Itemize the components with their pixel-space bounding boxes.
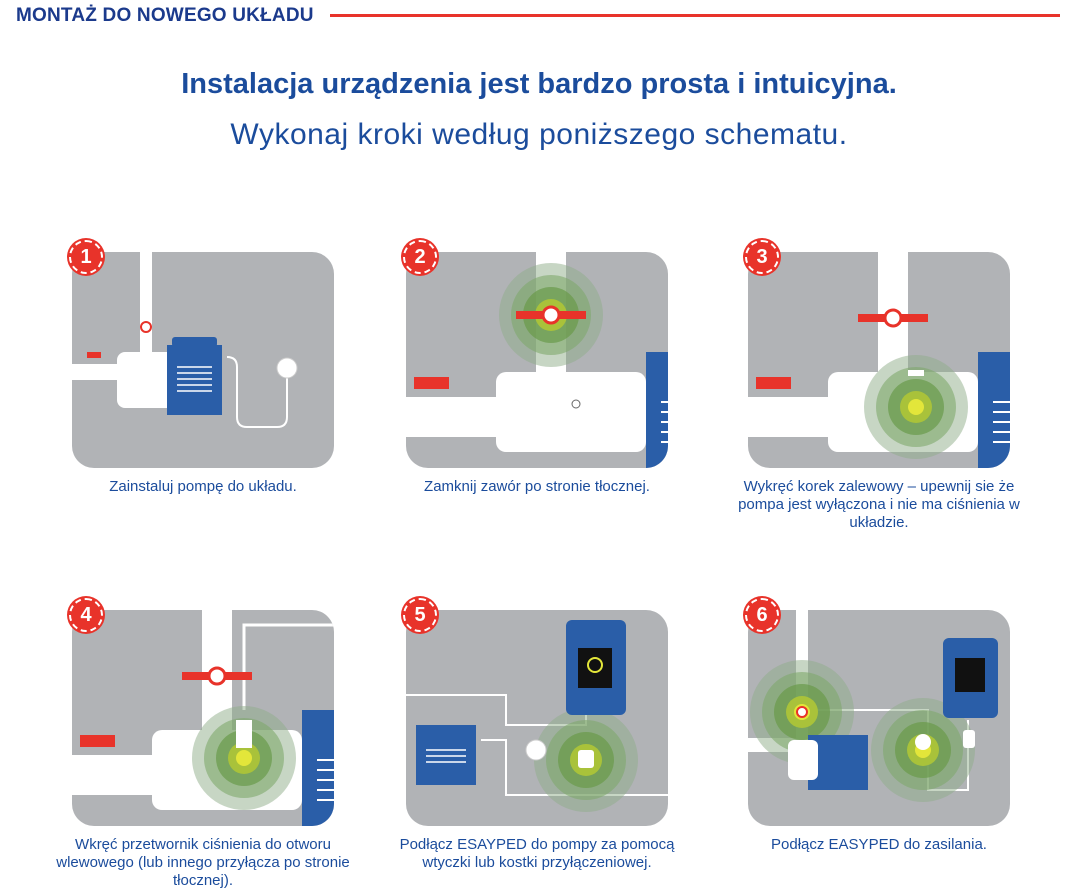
step-number-badge: 6 bbox=[745, 598, 779, 632]
step-number-badge: 2 bbox=[403, 240, 437, 274]
page-title: Instalacja urządzenia jest bardzo prosta… bbox=[181, 68, 897, 100]
divider bbox=[330, 14, 1060, 17]
step-3-illustration bbox=[748, 252, 1010, 468]
step-4-illustration bbox=[72, 610, 334, 826]
step-caption: Zamknij zawór po stronie tłocznej. bbox=[424, 478, 650, 495]
section-title: MONTAŻ DO NOWEGO UKŁADU bbox=[16, 5, 314, 26]
step-number-badge: 4 bbox=[69, 598, 103, 632]
step-caption: Wykręć korek zalewowy – upewnij sie że p… bbox=[738, 478, 1020, 531]
step-caption: Zainstaluj pompę do układu. bbox=[109, 478, 297, 495]
step-5-illustration bbox=[406, 610, 668, 826]
step-2-illustration bbox=[406, 252, 668, 468]
step-number-badge: 5 bbox=[403, 598, 437, 632]
step-caption: Podłącz EASYPED do zasilania. bbox=[771, 836, 987, 853]
step-number-badge: 3 bbox=[745, 240, 779, 274]
step-1-illustration bbox=[72, 252, 334, 468]
step-number-badge: 1 bbox=[69, 240, 103, 274]
page-subtitle: Wykonaj kroki według poniższego schematu… bbox=[230, 118, 848, 151]
step-caption: Wkręć przetwornik ciśnienia do otworu wl… bbox=[56, 836, 350, 889]
step-6-illustration bbox=[748, 610, 1010, 826]
step-caption: Podłącz ESAYPED do pompy za pomocą wtycz… bbox=[399, 836, 675, 871]
